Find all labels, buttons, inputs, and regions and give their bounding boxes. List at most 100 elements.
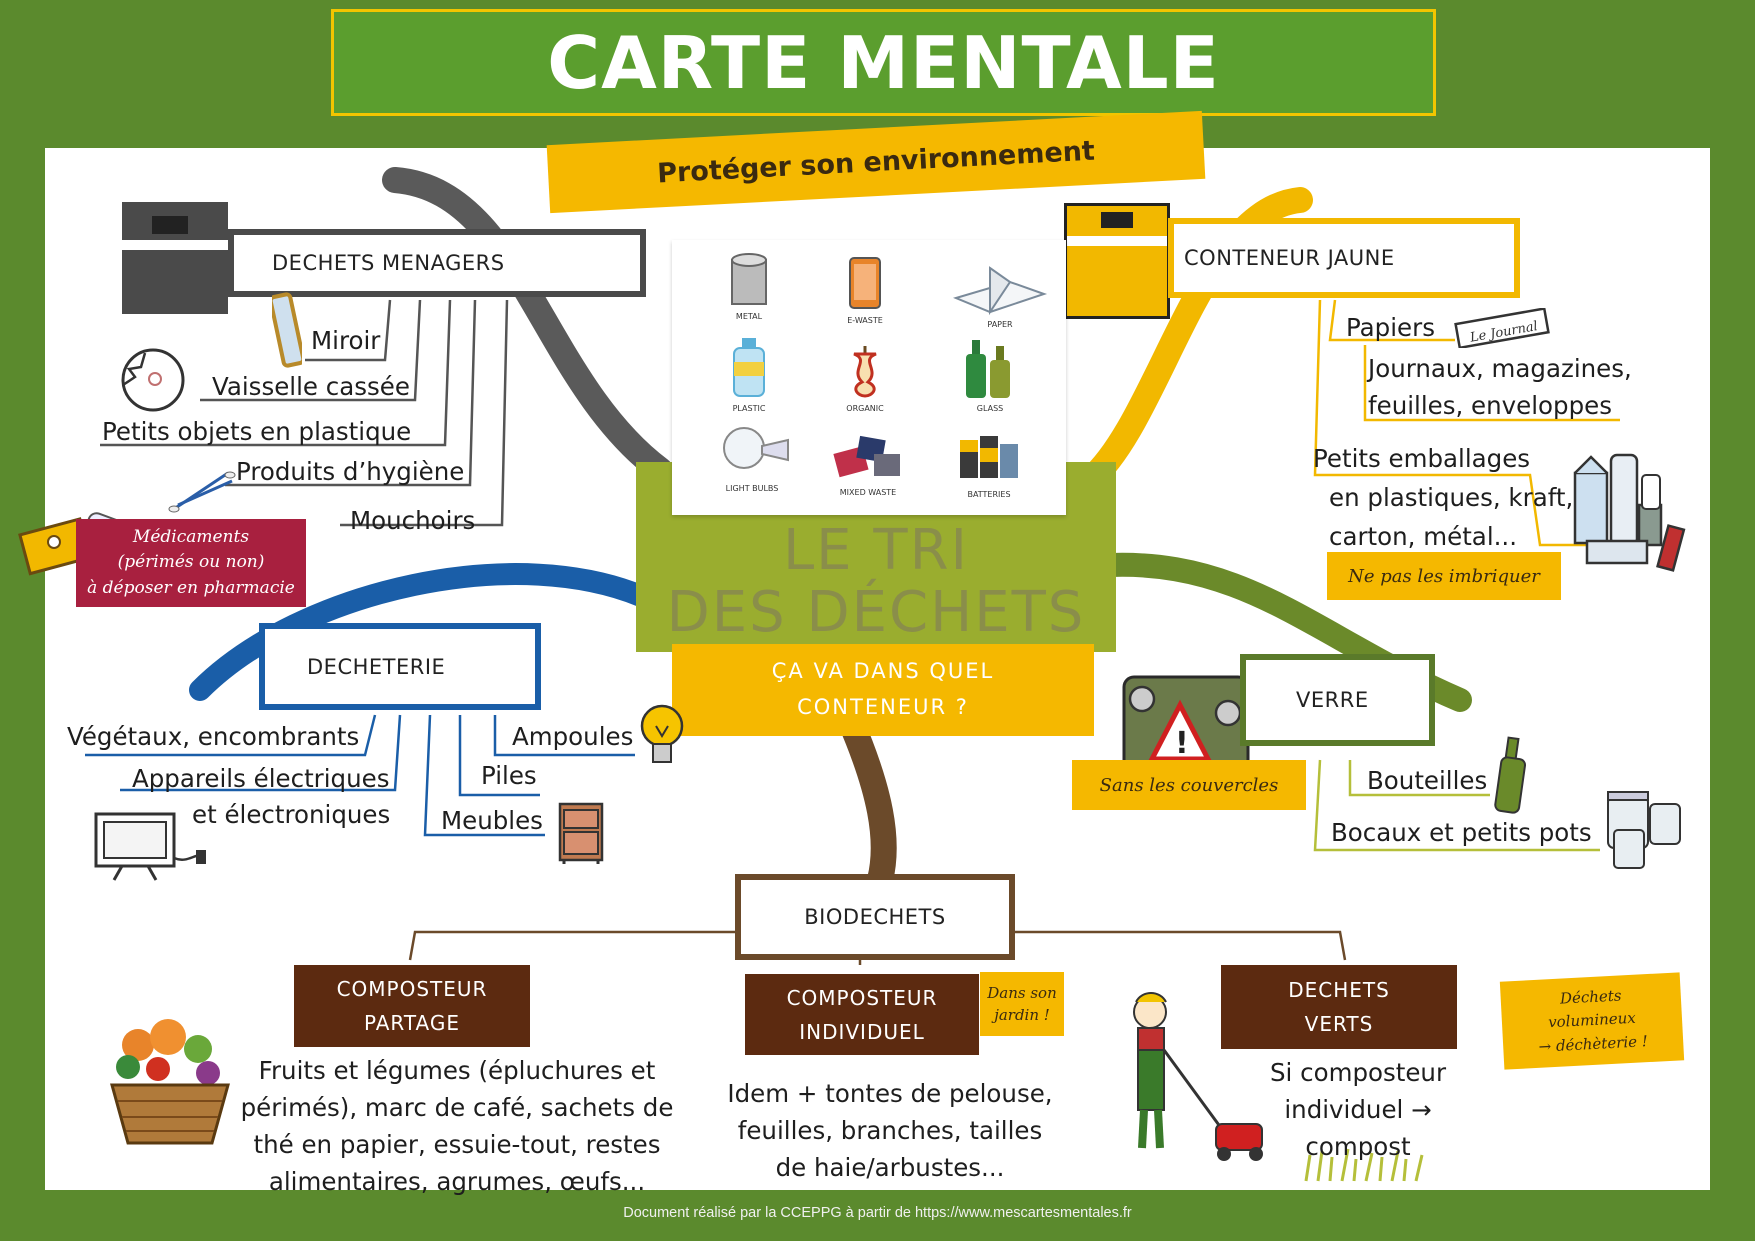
- partage-text-line2: périmés), marc de café, sachets de: [240, 1093, 674, 1122]
- packaging-icon: [1573, 453, 1686, 572]
- waste-icons-card: METAL E-WASTE PAPER PLASTIC ORGANIC GLAS…: [672, 240, 1066, 515]
- medicaments-line1: Médicaments: [132, 526, 250, 547]
- individuel-text-line1: Idem + tontes de pelouse,: [727, 1079, 1053, 1108]
- e-waste-icon: E-WASTE: [840, 254, 890, 325]
- decheterie-lines: [85, 714, 635, 837]
- e-waste-label: E-WASTE: [847, 316, 883, 325]
- composteur-individuel-box: COMPOSTEUR INDIVIDUEL: [745, 974, 979, 1055]
- center-question-box: ÇA VA DANS QUEL CONTENEUR ?: [672, 644, 1094, 736]
- branch-menagers-box: DECHETS MENAGERS: [228, 229, 646, 297]
- jaune-note: Ne pas les imbriquer: [1327, 552, 1561, 600]
- dechets-verts-box: DECHETS VERTS: [1221, 965, 1457, 1049]
- metal-can-icon: METAL: [724, 250, 774, 321]
- metal-label: METAL: [735, 312, 763, 321]
- subtitle: Protéger son environnement: [656, 135, 1096, 189]
- jaune-lines: [1313, 299, 1640, 547]
- paper-icon: PAPER: [950, 258, 1050, 329]
- plastic-label: PLASTIC: [732, 404, 766, 413]
- branch-bio-box: BIODECHETS: [735, 874, 1015, 960]
- branch-decheterie-box: DECHETERIE: [259, 623, 541, 710]
- center-question-line1: ÇA VA DANS QUEL: [771, 659, 995, 684]
- yellow-bin-icon: [1064, 203, 1170, 319]
- batteries-icon: BATTERIES: [954, 430, 1024, 499]
- mixed-waste-label: MIXED WASTE: [839, 488, 897, 497]
- verts-sign: Déchets volumineux → déchèterie !: [1499, 972, 1685, 1070]
- partage-label2: PARTAGE: [363, 1011, 461, 1035]
- branch-jaune-curve: [1077, 187, 1313, 493]
- light-bulbs-label: LIGHT BULBS: [725, 484, 779, 493]
- individuel-label1: COMPOSTEUR: [786, 985, 938, 1010]
- verts-sign-line3: → déchèterie !: [1538, 1031, 1649, 1056]
- center-title-line2: DES DÉCHETS: [666, 579, 1086, 645]
- verts-text-line2: individuel →: [1284, 1095, 1432, 1124]
- menagers-item-miroir: Miroir: [311, 326, 381, 355]
- gardener-mower-icon: [1133, 992, 1263, 1161]
- medicaments-line3: à déposer en pharmacie: [87, 577, 295, 598]
- branch-jaune-label: CONTENEUR JAUNE: [1184, 246, 1395, 270]
- paper-label: PAPER: [987, 320, 1013, 329]
- branch-verre-box: VERRE: [1240, 654, 1435, 746]
- medicaments-note: Médicaments (périmés ou non) à déposer e…: [76, 519, 306, 607]
- verts-text: Si composteur individuel → compost: [1228, 1054, 1488, 1165]
- nightstand-icon: [558, 802, 604, 864]
- individuel-label2: INDIVIDUEL: [799, 1019, 925, 1044]
- branch-bio-label: BIODECHETS: [804, 905, 946, 929]
- jaune-note-text: Ne pas les imbriquer: [1348, 565, 1540, 587]
- partage-text-line3: thé en papier, essuie-tout, restes: [253, 1130, 661, 1159]
- decheterie-item-meubles: Meubles: [441, 806, 543, 835]
- cotton-swab-icon: [168, 471, 236, 513]
- grey-bin-icon: [122, 202, 228, 314]
- verre-item-bouteilles: Bouteilles: [1367, 766, 1488, 795]
- individuel-text-line2: feuilles, branches, tailles: [737, 1116, 1043, 1145]
- page-title: CARTE MENTALE: [547, 20, 1220, 105]
- branch-decheterie-curve: [189, 563, 661, 701]
- decheterie-item-vegetaux: Végétaux, encombrants: [67, 722, 360, 751]
- composteur-partage-box: COMPOSTEUR PARTAGE: [294, 965, 530, 1047]
- branch-bio-curve: [837, 707, 897, 893]
- glass-container-icon: !: [1122, 675, 1250, 783]
- menagers-item-mouchoirs: Mouchoirs: [350, 506, 476, 535]
- verre-note-text: Sans les couvercles: [1099, 774, 1279, 796]
- branch-decheterie-label: DECHETERIE: [307, 654, 446, 679]
- verts-sign-line1: Déchets: [1559, 986, 1622, 1008]
- branch-jaune-box: CONTENEUR JAUNE: [1168, 218, 1520, 298]
- branch-menagers-label: DECHETS MENAGERS: [272, 251, 505, 275]
- batteries-label: BATTERIES: [967, 490, 1011, 499]
- center-title: LE TRI DES DÉCHETS: [636, 520, 1116, 643]
- lightbulb-icon: [640, 704, 684, 763]
- individuel-text-line3: de haie/arbustes...: [775, 1153, 1005, 1182]
- mirror-icon: [272, 292, 302, 368]
- menagers-item-hygiene: Produits d’hygiène: [236, 457, 465, 486]
- television-icon: [94, 812, 206, 881]
- jaune-item-papiers: Papiers: [1346, 313, 1435, 342]
- decheterie-item-ampoules: Ampoules: [512, 722, 634, 751]
- jars-icon: [1607, 791, 1681, 869]
- broken-plate-icon: [121, 348, 185, 412]
- verts-text-line3: compost: [1305, 1132, 1411, 1161]
- light-bulb-icon: LIGHT BULBS: [712, 424, 792, 493]
- partage-label1: COMPOSTEUR: [336, 977, 488, 1001]
- svg-text:!: !: [1175, 726, 1189, 761]
- jaune-emballages-3: carton, métal...: [1329, 522, 1517, 551]
- organic-label: ORGANIC: [846, 404, 884, 413]
- individuel-sign-line2: jardin !: [994, 1006, 1050, 1024]
- partage-text: Fruits et légumes (épluchures et périmés…: [238, 1052, 676, 1200]
- jaune-emballages-2: en plastiques, kraft,: [1329, 483, 1574, 512]
- medicaments-line2: (périmés ou non): [117, 552, 265, 573]
- jaune-emballages-1: Petits emballages: [1313, 444, 1531, 473]
- verts-label1: DECHETS: [1288, 978, 1390, 1002]
- footer-credit: Document réalisé par la CCEPPG à partir …: [623, 1205, 1132, 1221]
- center-question-line2: CONTENEUR ?: [797, 695, 969, 719]
- verre-note: Sans les couvercles: [1072, 760, 1306, 810]
- verre-lines: [1313, 759, 1600, 852]
- glass-label: GLASS: [976, 404, 1004, 413]
- newspaper-icon: Le Journal: [1454, 308, 1550, 348]
- center-title-line1: LE TRI: [782, 518, 969, 583]
- decheterie-item-electroniques: et électroniques: [192, 800, 391, 829]
- decheterie-item-piles: Piles: [481, 761, 537, 790]
- apple-core-icon: ORGANIC: [840, 340, 890, 413]
- decheterie-item-appareils: Appareils électriques: [132, 764, 390, 793]
- glass-bottle-icon: GLASS: [960, 336, 1020, 413]
- plastic-bottle-icon: PLASTIC: [724, 336, 774, 413]
